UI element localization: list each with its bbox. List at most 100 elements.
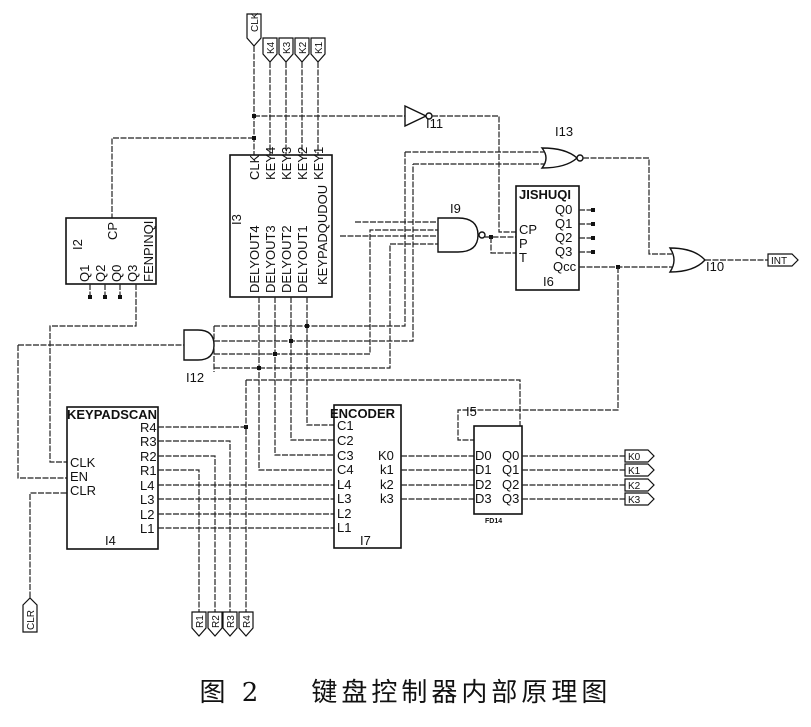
svg-text:K2: K2 [298,41,309,54]
svg-text:R3: R3 [226,615,237,628]
svg-text:K0: K0 [378,448,394,463]
port-key3: K3 [278,37,294,63]
svg-text:Q2: Q2 [93,265,108,282]
svg-text:K1: K1 [628,466,641,477]
svg-text:I2: I2 [70,239,85,250]
port-row-r1: R1 [191,611,207,637]
gate-nor-i13: I13 [540,124,584,169]
svg-text:DELYOUT3: DELYOUT3 [263,225,278,293]
svg-text:CLK: CLK [70,455,96,470]
svg-text:R2: R2 [140,449,157,464]
svg-text:L3: L3 [337,491,351,506]
svg-text:C1: C1 [337,418,354,433]
port-k3-out: K3 [624,492,655,506]
svg-text:CLR: CLR [26,610,37,630]
svg-text:DELYOUT4: DELYOUT4 [247,225,262,293]
svg-text:KEY3: KEY3 [279,147,294,180]
svg-text:CLK: CLK [247,154,262,180]
svg-text:I10: I10 [706,259,724,274]
svg-text:T: T [519,250,527,265]
svg-text:K2: K2 [628,481,641,492]
block-fenpinqi: CP Q1 Q2 Q0 Q3 FENPINQI I2 [65,217,157,285]
svg-text:EN: EN [70,469,88,484]
figure-title: 键盘控制器内部原理图 [311,678,612,708]
svg-text:I4: I4 [105,533,116,548]
svg-text:D0: D0 [475,448,492,463]
port-int: INT [767,253,799,267]
svg-text:k2: k2 [380,477,394,492]
port-k2-out: K2 [624,478,655,492]
port-clr-bottom: CLR [22,597,38,633]
svg-text:K0: K0 [628,452,641,463]
svg-text:FENPINQI: FENPINQI [141,221,156,282]
svg-text:Q3: Q3 [502,491,519,506]
svg-text:K3: K3 [628,495,641,506]
svg-text:P: P [519,236,528,251]
block-encoder: ENCODER C1 C2 C3 C4 L4 L3 L2 L1 K0 k1 k2… [330,404,402,549]
svg-text:JISHUQI: JISHUQI [519,187,571,202]
svg-text:C4: C4 [337,462,354,477]
svg-text:KEYPADSCAN: KEYPADSCAN [67,407,157,422]
svg-text:k3: k3 [380,491,394,506]
svg-text:I7: I7 [360,533,371,548]
svg-text:I5: I5 [466,404,477,419]
svg-text:FD14: FD14 [485,518,502,525]
svg-text:Q3: Q3 [125,265,140,282]
svg-text:DELYOUT1: DELYOUT1 [295,225,310,293]
svg-text:D3: D3 [475,491,492,506]
svg-text:KEY1: KEY1 [311,147,326,180]
svg-text:L3: L3 [140,492,154,507]
block-fd14: I5 D0 D1 D2 D3 Q0 Q1 Q2 Q3 FD14 [466,404,523,525]
gate-nand-i9: I9 [437,201,486,253]
svg-text:Q2: Q2 [502,477,519,492]
svg-text:I3: I3 [229,214,244,225]
svg-text:D2: D2 [475,477,492,492]
svg-text:KEY2: KEY2 [295,147,310,180]
svg-text:L2: L2 [337,506,351,521]
svg-text:CP: CP [519,222,537,237]
svg-text:INT: INT [771,256,787,267]
port-key4: K4 [262,37,278,63]
svg-text:L1: L1 [140,521,154,536]
block-jishuqi: JISHUQI CP P T Q0 Q1 Q2 Q3 Qcc I6 [515,185,580,291]
svg-text:L1: L1 [337,520,351,535]
svg-text:L2: L2 [140,507,154,522]
svg-text:Q0: Q0 [555,202,572,217]
svg-text:R1: R1 [195,615,206,628]
gate-and-i12: I12 [183,329,215,385]
svg-text:I9: I9 [450,201,461,216]
svg-text:Q0: Q0 [109,265,124,282]
svg-text:K1: K1 [314,41,325,54]
svg-text:C3: C3 [337,448,354,463]
svg-text:CLR: CLR [70,483,96,498]
svg-text:ENCODER: ENCODER [330,406,396,421]
block-keypadscan: KEYPADSCAN CLK EN CLR R4 R3 R2 R1 L4 L3 … [66,406,159,550]
svg-text:I12: I12 [186,370,204,385]
gate-not-i11: I11 [404,104,443,131]
svg-text:R3: R3 [140,434,157,449]
svg-text:L4: L4 [337,477,351,492]
svg-text:K4: K4 [266,41,277,54]
port-k1-out: K1 [624,463,655,477]
figure-caption: 图 2 键盘控制器内部原理图 [0,672,811,709]
svg-text:I6: I6 [543,274,554,289]
port-key1: K1 [310,37,326,63]
svg-text:K3: K3 [282,41,293,54]
svg-text:Q1: Q1 [555,216,572,231]
svg-text:Q3: Q3 [555,244,572,259]
port-row-r4: R4 [238,611,254,637]
svg-text:CLK: CLK [250,12,261,32]
svg-text:L4: L4 [140,478,154,493]
svg-text:I13: I13 [555,124,573,139]
svg-text:CP: CP [105,222,120,240]
svg-text:Qcc: Qcc [553,259,577,274]
figure-label: 图 2 [199,678,263,708]
gate-or-i10: I10 [668,247,724,274]
block-keypadqudou: CLK KEY4 KEY3 KEY2 KEY1 DELYOUT4 DELYOUT… [229,147,333,298]
port-key2: K2 [294,37,310,63]
svg-text:C2: C2 [337,433,354,448]
svg-text:R4: R4 [242,615,253,628]
svg-text:Q1: Q1 [77,265,92,282]
svg-text:R2: R2 [211,615,222,628]
